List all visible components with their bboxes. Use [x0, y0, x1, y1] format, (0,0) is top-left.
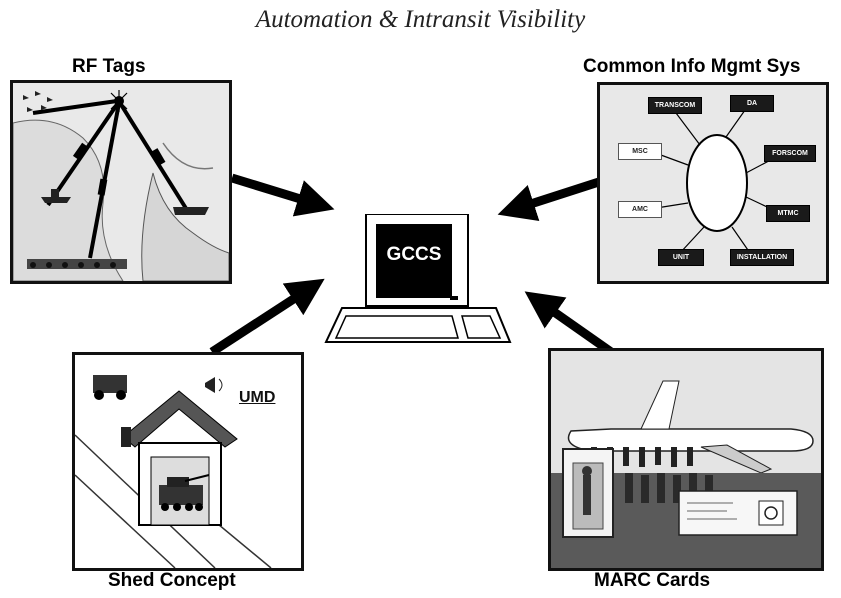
node-da: DA: [730, 95, 774, 112]
cims-panel: TRANSCOM DA MSC FORSCOM AMC MTMC UNIT IN…: [597, 82, 829, 284]
node-forscom: FORSCOM: [764, 145, 816, 162]
arrow-rf-tags-to-gccs: [230, 173, 335, 217]
marc-cards-panel: [548, 348, 824, 571]
shed-concept-panel: UMD: [72, 352, 304, 571]
node-amc: AMC: [618, 201, 662, 218]
diagram-title: Automation & Intransit Visibility: [255, 6, 586, 33]
rf-tags-caption: RF Tags: [72, 56, 146, 77]
arrow-marc-to-gccs: [524, 291, 617, 358]
node-msc: MSC: [618, 143, 662, 160]
arrow-cims-to-gccs: [497, 175, 607, 222]
cims-caption: Common Info Mgmt Sys: [583, 56, 801, 77]
node-mtmc: MTMC: [766, 205, 810, 222]
marc-cards-caption: MARC Cards: [594, 570, 711, 591]
marc-illustration: [551, 351, 821, 568]
computer-illustration: [324, 214, 512, 343]
arrow-shed-to-gccs: [209, 278, 325, 356]
rf-map-image: [13, 83, 229, 281]
cims-network-lines: [649, 102, 781, 254]
node-unit: UNIT: [658, 249, 704, 266]
shed-concept-caption: Shed Concept: [108, 570, 236, 591]
shed-illustration: [75, 375, 272, 568]
node-transcom: TRANSCOM: [648, 97, 702, 114]
rf-tags-panel: [10, 80, 232, 284]
node-installation: INSTALLATION: [730, 249, 794, 266]
gccs-computer: GCCS: [320, 214, 520, 346]
umd-label: UMD: [239, 389, 276, 406]
gccs-screen-label: GCCS: [386, 244, 442, 265]
